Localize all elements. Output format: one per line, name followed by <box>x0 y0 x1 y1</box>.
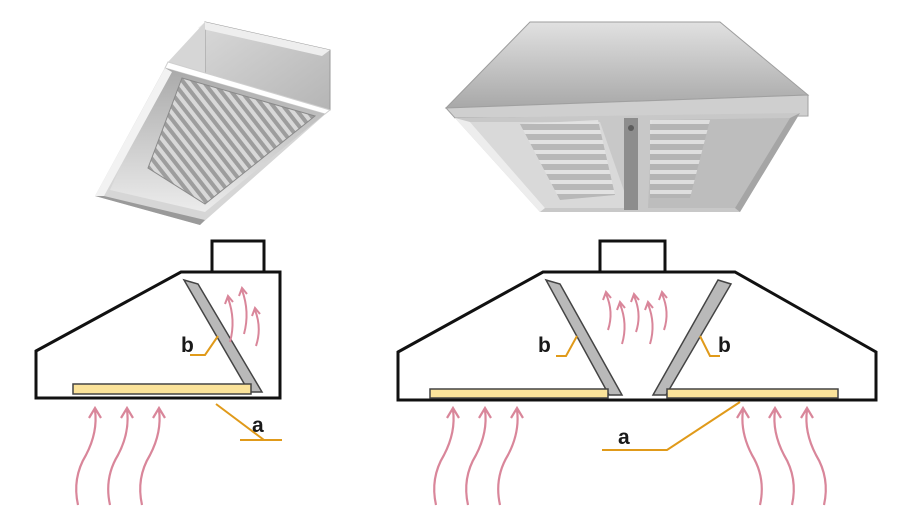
right-b-leader-left <box>556 335 578 357</box>
right-hood-body <box>396 270 878 402</box>
left-grease-filter <box>182 278 264 393</box>
left-tray-label: a <box>252 414 264 437</box>
left-b-leader <box>190 335 219 356</box>
right-hood-section: b b a <box>396 239 878 506</box>
left-exhaust-collar <box>210 239 266 274</box>
left-intake-airflow <box>75 405 166 506</box>
left-hood-section: b a <box>34 239 282 506</box>
right-intake-airflow-left <box>433 405 524 506</box>
left-grease-tray <box>72 383 252 395</box>
right-hood-photo <box>444 21 810 212</box>
right-intake-airflow-right <box>736 405 827 506</box>
right-grease-tray-left <box>429 388 609 399</box>
right-grease-tray-right <box>666 388 839 399</box>
right-grease-filter-left <box>544 278 624 396</box>
left-hood-body <box>34 270 282 400</box>
right-b-leader-right <box>699 335 720 357</box>
right-filter-left-label: b <box>538 334 551 357</box>
right-inner-airflow <box>602 290 668 345</box>
right-filter-right-label: b <box>718 334 731 357</box>
right-grease-filter-right <box>651 279 733 396</box>
left-inner-airflow <box>224 286 261 347</box>
left-filter-label: b <box>181 334 194 357</box>
left-hood-photo <box>95 21 332 225</box>
right-exhaust-collar <box>598 239 667 274</box>
right-tray-label: a <box>618 426 630 449</box>
